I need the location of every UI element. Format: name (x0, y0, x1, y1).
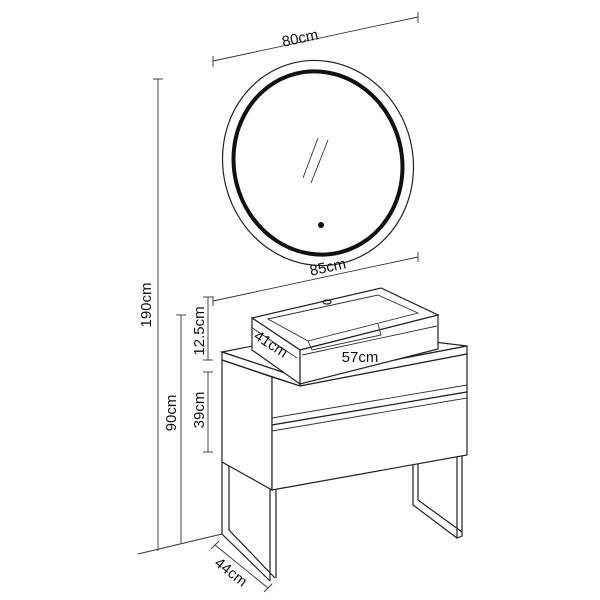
dimension-basin-width: 57cm (301, 325, 438, 366)
label-cabinet-width: 85cm (308, 255, 347, 279)
label-drawer-height: 39cm (191, 392, 208, 429)
dimension-mirror-width: 80cm (212, 12, 419, 67)
dimension-cabinet-height: 90cm (163, 314, 186, 543)
label-cabinet-height: 90cm (163, 395, 180, 432)
dimension-basin-height: 12.5cm (191, 296, 213, 361)
round-mirror (221, 59, 415, 267)
mirror-touch-sensor-icon (318, 222, 324, 228)
label-cabinet-depth: 44cm (211, 554, 250, 590)
label-mirror-width: 80cm (280, 26, 319, 50)
faucet-hole-icon (322, 299, 332, 305)
mirror-glare-icon (302, 137, 329, 184)
label-total-height: 190cm (138, 282, 155, 327)
dimension-drawer-height: 39cm (191, 371, 213, 453)
upper-drawer (271, 353, 468, 426)
lower-drawer (271, 391, 468, 491)
dimension-total-height: 190cm (138, 78, 163, 551)
washbasin (250, 287, 440, 386)
label-basin-width: 57cm (342, 349, 379, 366)
label-basin-height: 12.5cm (191, 306, 208, 355)
